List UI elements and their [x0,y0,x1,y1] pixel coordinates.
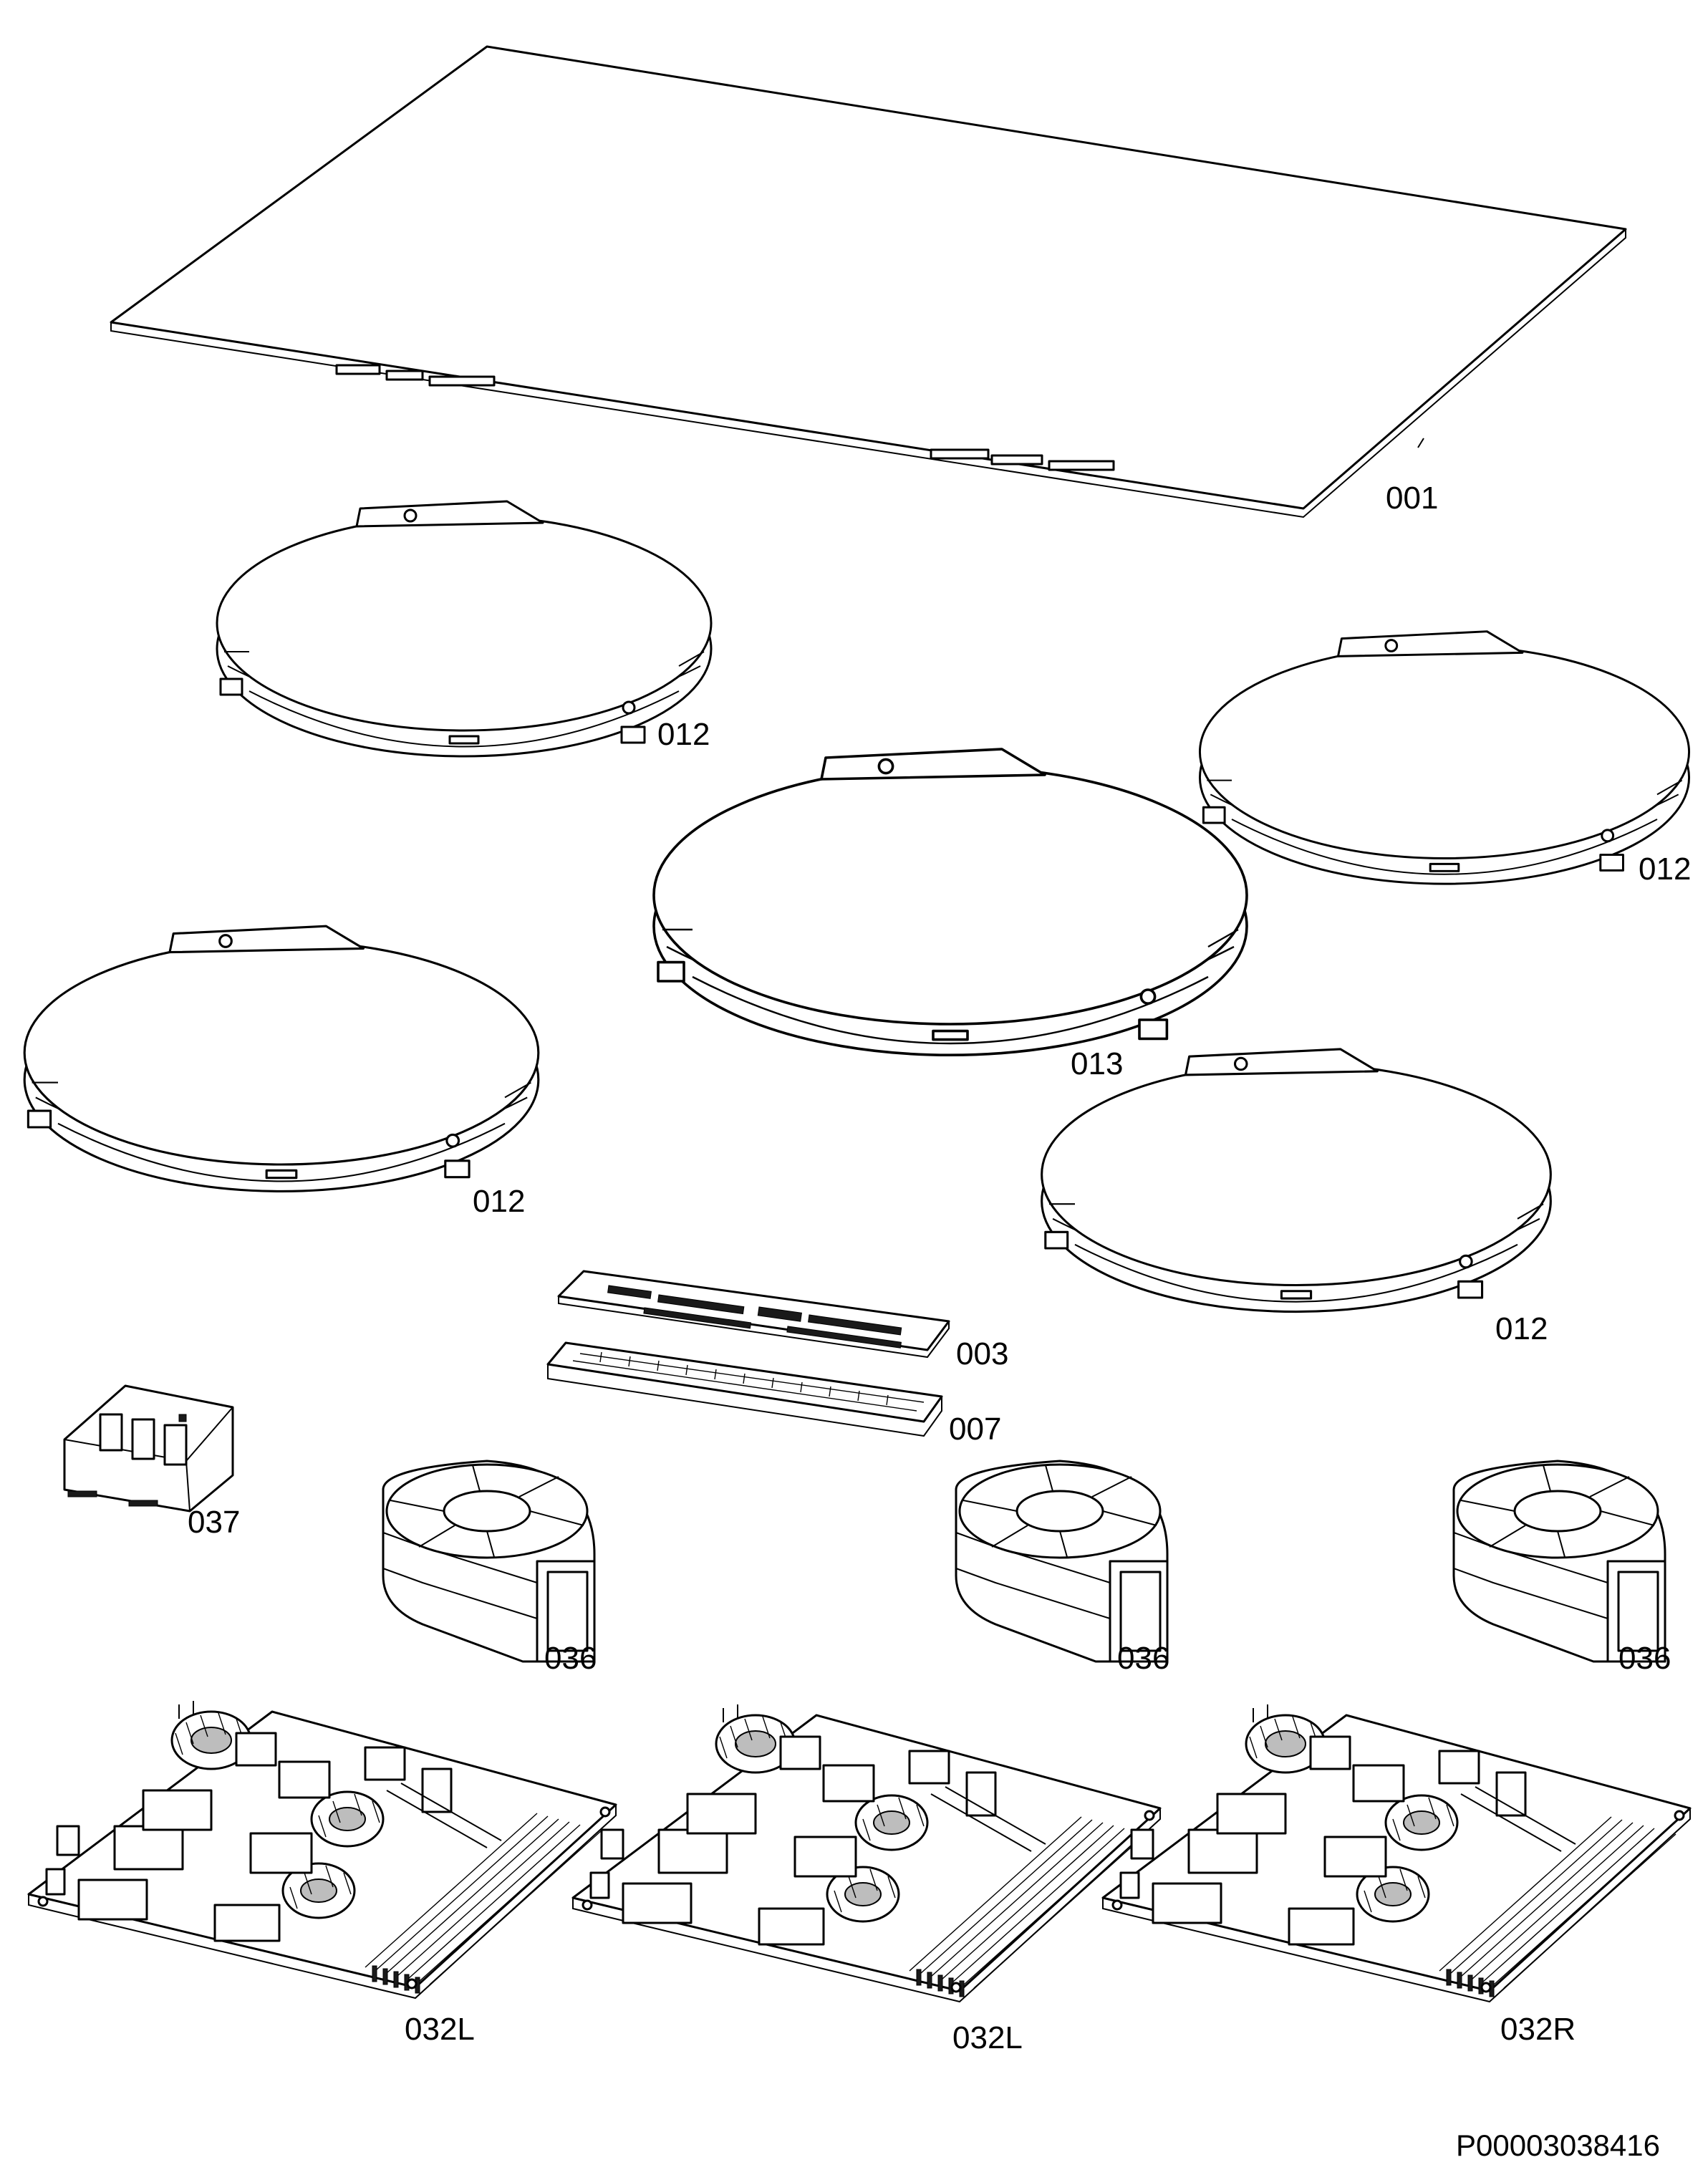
power-board-right [1101,1703,1692,2003]
callout-013: 013 [1071,1046,1123,1081]
callout-036-middle: 036 [1117,1641,1169,1676]
cooking-zone-mid-right [1041,1048,1552,1313]
cooling-fan-right [1452,1460,1666,1663]
cooking-zone-top-right [1198,630,1691,885]
callout-007: 007 [949,1412,1001,1447]
callout-032L-left: 032L [405,2012,475,2047]
callout-012-mid-right: 012 [1495,1311,1548,1346]
callout-037: 037 [188,1505,240,1540]
cooking-zone-mid-left [23,925,540,1192]
cooking-zone-top-left [216,500,713,758]
terminal-block [63,1384,234,1513]
callout-012-mid-left: 012 [473,1184,525,1219]
cooking-zone-center [652,748,1248,1056]
control-board [557,1270,950,1359]
callout-003: 003 [956,1336,1008,1371]
callout-012-top-left: 012 [657,717,710,752]
cooling-fan-left [382,1460,596,1663]
power-board-left [27,1699,617,2000]
callout-001: 001 [1386,481,1438,516]
power-board-middle [571,1703,1162,2003]
callout-036-right: 036 [1618,1641,1671,1676]
callout-036-left: 036 [544,1641,597,1676]
callout-012-top-right: 012 [1639,852,1691,887]
control-frame [546,1341,943,1437]
callout-032R: 032R [1500,2012,1576,2047]
document-id: P00003038416 [1456,2128,1660,2162]
callout-032L-middle: 032L [952,2020,1023,2055]
cooling-fan-middle [955,1460,1169,1663]
cooktop-glass [110,45,1627,519]
